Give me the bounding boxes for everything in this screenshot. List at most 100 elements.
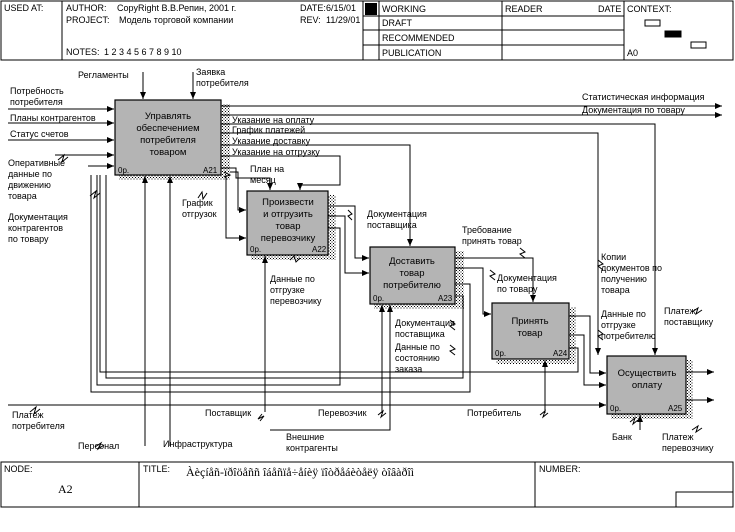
squiggle-potrebitel	[539, 409, 549, 419]
title-label: TITLE:	[143, 464, 170, 474]
used-at-label: USED AT:	[4, 3, 43, 13]
label-platezh-perevozchiku-1: Платеж	[662, 432, 693, 442]
squiggle-bank	[629, 416, 639, 426]
squiggle-operativnye	[57, 153, 69, 164]
label-dok-po-tovaru2-2: по товару	[497, 284, 538, 294]
squiggle-dok-kontr	[89, 189, 101, 200]
label-dok-kontr-2: контрагентов	[8, 223, 63, 233]
label-kopii-3: получению	[601, 274, 647, 284]
label-platezh-postavschiku-2: поставщику	[664, 317, 714, 327]
box-a21-cost: 0р.	[118, 166, 129, 175]
label-dannye-otgruzke-1: Данные по	[270, 274, 315, 284]
squiggle-dannye-potr	[597, 329, 604, 341]
label-infrastruktura: Инфраструктура	[163, 439, 233, 449]
activity-box-a22[interactable]: Произвести и отгрузить товар перевозчику…	[246, 190, 336, 260]
label-zayavka-2: потребителя	[196, 78, 249, 88]
author-label: AUTHOR:	[66, 3, 107, 13]
squiggle-dok-po-tovaru2	[489, 269, 496, 281]
label-dok-postavschika2-1: Документация	[395, 318, 455, 328]
activity-box-a21[interactable]: Управлять обеспечением потребителя товар…	[114, 99, 230, 180]
arrow-dannye-otgruzke-loop	[96, 175, 341, 386]
box-a25-title-2: оплату	[632, 380, 663, 391]
box-a24-title-2: товар	[517, 328, 542, 339]
header-frame	[0, 0, 734, 61]
label-plany: Планы контрагентов	[10, 113, 96, 123]
status-working: WORKING	[382, 4, 426, 14]
activity-box-a25[interactable]: Осуществить оплату 0р. A25	[606, 355, 693, 419]
squiggle-postavschik	[257, 413, 265, 422]
box-a21-title-2: обеспечением	[136, 123, 199, 134]
node-value: A2	[58, 482, 73, 496]
arrow-a23-to-a24	[455, 267, 491, 317]
squiggle-trebovanie	[519, 247, 526, 259]
label-postavschik: Поставщик	[205, 408, 251, 418]
box-a24-title-1: Принять	[511, 316, 548, 327]
label-sostoyanie-3: заказа	[395, 364, 422, 374]
label-dannye-otgruzke-2: отгрузке	[270, 285, 305, 295]
box-a22-number: A22	[312, 245, 327, 254]
box-a23-title-1: Доставить	[389, 256, 435, 267]
label-potrebnost-1: Потребность	[10, 86, 64, 96]
squiggle-personal	[94, 441, 105, 451]
label-platezh-potrebitelya-1: Платеж	[12, 410, 43, 420]
label-ukazanie-dostavku: Указание доставку	[232, 136, 311, 146]
label-sostoyanie-2: состоянию	[395, 353, 440, 363]
label-kopii-1: Копии	[601, 252, 626, 262]
arrow-ukazanie-oplatu	[221, 123, 658, 355]
label-dok-postavschika1-2: поставщика	[367, 220, 417, 230]
squiggle-plan-na-mesyac	[223, 171, 232, 178]
arrow-network	[8, 72, 722, 451]
label-reglamenty: Регламенты	[78, 70, 129, 80]
project-value: Модель торговой компании	[119, 15, 233, 25]
label-potrebnost-2: потребителя	[10, 97, 63, 107]
label-personal: Персонал	[78, 441, 119, 451]
box-a22-title-4: перевозчику	[261, 233, 316, 244]
reader-date-label: DATE	[598, 4, 621, 14]
label-operativnye-3: движению	[8, 180, 51, 190]
activity-box-a23[interactable]: Доставить товар потребителю 0р. A23	[369, 246, 464, 309]
status-publication: PUBLICATION	[382, 48, 441, 58]
label-dok-po-tovaru2-1: Документация	[497, 273, 557, 283]
box-a25-title-1: Осуществить	[618, 368, 677, 379]
activity-box-a24[interactable]: Принять товар 0р. A24	[491, 302, 576, 364]
status-recommended: RECOMMENDED	[382, 33, 455, 43]
squiggle-perevozchik	[377, 409, 387, 419]
box-a25-cost: 0р.	[610, 404, 621, 413]
context-label: CONTEXT:	[627, 4, 672, 14]
label-dannye-otgruzke-3: перевозчику	[270, 296, 322, 306]
squiggle-grafik-otgruzok	[197, 190, 208, 201]
box-a22-title-2: и отгрузить	[263, 209, 313, 220]
label-operativnye-1: Оперативные	[8, 158, 65, 168]
label-grafik-otgruzok-2: отгрузок	[182, 209, 217, 219]
box-a23-number: A23	[438, 294, 453, 303]
box-a23-title-2: товар	[399, 268, 424, 279]
label-vneshnie-1: Внешние	[286, 432, 324, 442]
label-bank: Банк	[612, 432, 632, 442]
project-label: PROJECT:	[66, 15, 110, 25]
arrow-a22-to-a23	[328, 205, 369, 261]
box-a22-title-3: товар	[275, 221, 300, 232]
label-dok-kontr-1: Документация	[8, 212, 68, 222]
label-operativnye-2: данные по	[8, 169, 52, 179]
arrow-plan-na-mesyac	[221, 167, 273, 190]
arrow-dok-postavschika-loop	[90, 175, 471, 393]
rev-label: REV:	[300, 15, 321, 25]
box-a22-title-1: Произвести	[262, 197, 314, 208]
squiggle-dannye-otgruzke	[289, 255, 301, 263]
box-a21-number: A21	[203, 166, 218, 175]
label-grafik-platezhey: График платежей	[232, 125, 305, 135]
label-zayavka-1: Заявка	[196, 67, 225, 77]
notes-value: 1 2 3 4 5 6 7 8 9 10	[104, 47, 182, 57]
label-sostoyanie-1: Данные по	[395, 342, 440, 352]
box-a21-title-4: товаром	[150, 147, 187, 158]
context-thumbnail	[644, 19, 707, 49]
label-kopii-4: товара	[601, 285, 630, 295]
context-node: A0	[627, 48, 638, 58]
label-dok-po-tovaru: Документация по товару	[582, 105, 685, 115]
label-dok-postavschika1-1: Документация	[367, 209, 427, 219]
date-label: DATE:	[300, 3, 326, 13]
squiggle-platezh-postavschiku	[691, 306, 703, 316]
label-kopii-2: документов по	[601, 263, 662, 273]
arrow-kopii	[569, 315, 606, 376]
box-a22-cost: 0р.	[250, 245, 261, 254]
